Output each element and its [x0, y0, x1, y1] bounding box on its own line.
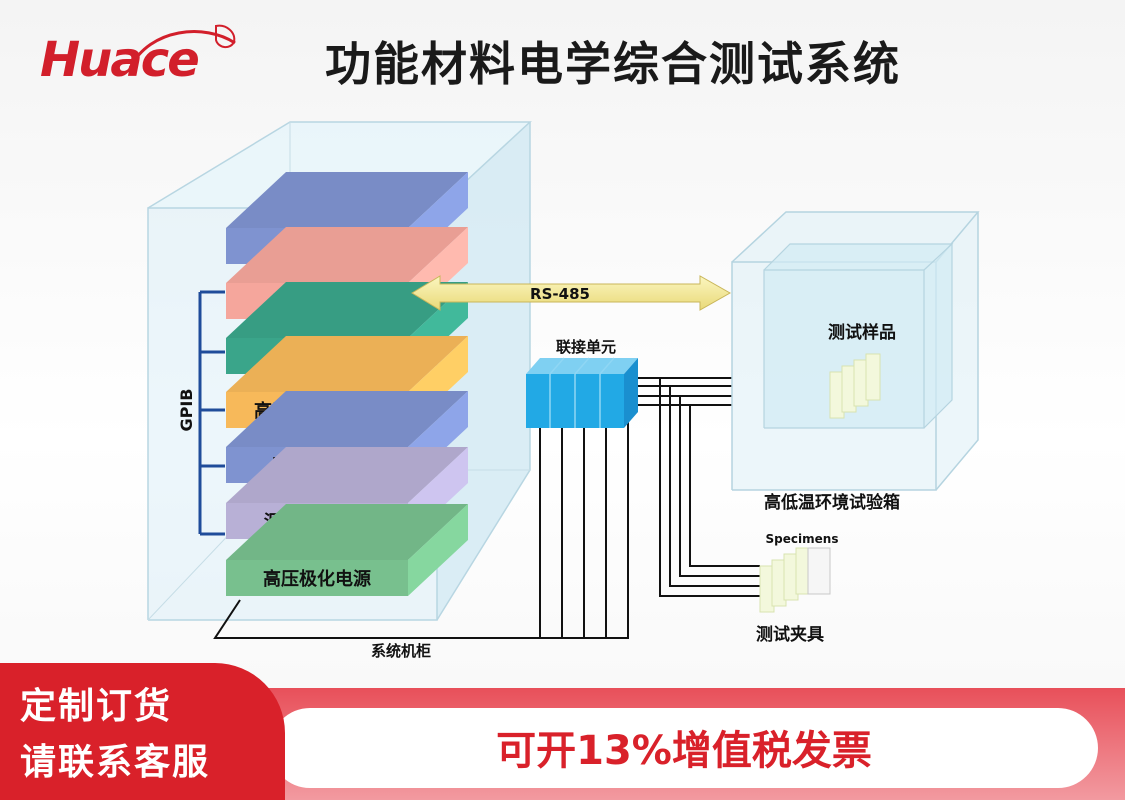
layer-top-face [226, 227, 468, 283]
invoice-text: 可开13%增值税发票 [496, 728, 872, 774]
chamber-label: 高低温环境试验箱 [764, 492, 900, 513]
layer-top-face [226, 391, 468, 447]
environment-chamber [731, 211, 980, 491]
huace-logo: Huace [30, 18, 270, 100]
signal-wires [638, 377, 760, 597]
gpib-label: GPIB [177, 388, 196, 431]
sample-label: 测试样品 [828, 322, 896, 343]
contact-line-2: 请联系客服 [20, 742, 211, 783]
specimen-plates [759, 547, 831, 613]
fixture-label: 测试夹具 [756, 624, 824, 645]
layer-top-face [226, 172, 468, 228]
layer-top-face [226, 504, 468, 560]
layer-top-face [226, 336, 468, 392]
page-title: 功能材料电学综合测试系统 [325, 37, 901, 91]
contact-line-1: 定制订货 [20, 686, 173, 727]
rs485-label: RS-485 [530, 285, 590, 303]
logo-text: Huace [40, 32, 200, 88]
invoice-pill [270, 708, 1098, 788]
layer-front-face [226, 560, 408, 596]
layer-side-face [408, 504, 468, 596]
link-unit [526, 357, 638, 428]
layer-7: 高压极化电源 [226, 504, 468, 596]
cabinet-wire [213, 422, 629, 639]
cabinet-label: 系统机柜 [371, 642, 431, 660]
link-unit-label: 联接单元 [556, 338, 616, 356]
rs485-arrow [411, 275, 732, 311]
test-sample-plates [829, 353, 881, 419]
layer-top-face [226, 282, 468, 338]
gpib-bus [198, 290, 225, 536]
layer-top-face [226, 447, 468, 503]
layer-label: 高压极化电源 [263, 568, 371, 590]
instrument-stack: 工控机系统控制器铁电分析仪高压功率放大器阻抗分析仪源表(高阻计)高压极化电源 [226, 172, 468, 596]
specimens-label: Specimens [766, 532, 839, 546]
contact-badge[interactable]: 定制订货 请联系客服 [0, 663, 285, 800]
